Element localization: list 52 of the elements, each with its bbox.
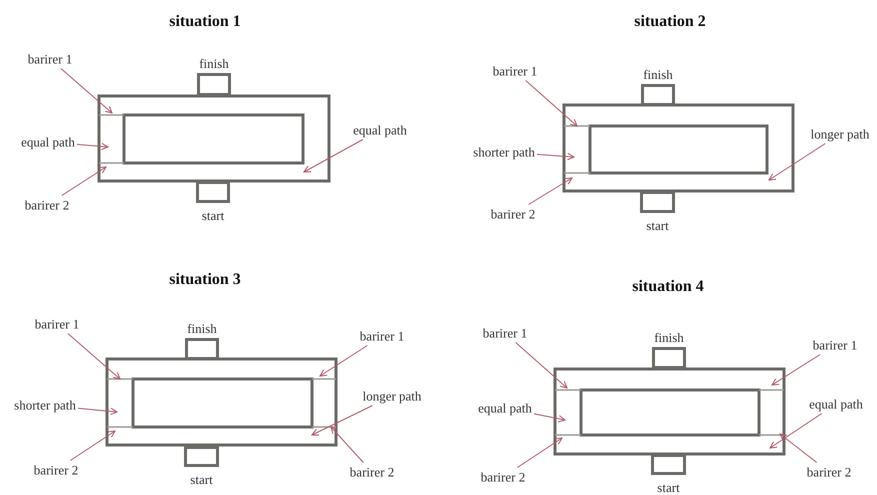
panel-title: situation 1 <box>169 13 241 31</box>
callout-label: equal path <box>809 396 863 412</box>
gate-label: finish <box>654 330 684 345</box>
callout-label: barirer 2 <box>490 206 536 222</box>
callout-label: barirer 2 <box>806 464 852 480</box>
callout-label: barirer 2 <box>350 464 394 480</box>
leader-arrow <box>769 413 822 449</box>
callout-label: barirer 2 <box>34 462 78 478</box>
leader-arrow <box>76 142 109 150</box>
leader-arrow <box>515 342 568 389</box>
leader-arrow <box>533 413 566 422</box>
leader-arrow <box>67 333 121 380</box>
callout-label: equal path <box>21 134 75 150</box>
gate-label: finish <box>199 56 229 71</box>
callout-label: barirer 1 <box>812 338 858 352</box>
panel-title: situation 4 <box>632 278 704 296</box>
gate-label: start <box>657 480 680 495</box>
callout-label: equal path <box>478 400 532 416</box>
leader-arrow <box>536 152 575 160</box>
callout-label: barirer 2 <box>480 470 526 484</box>
leader-arrow <box>61 166 107 196</box>
leader-arrow <box>60 68 113 114</box>
gate-label: finish <box>643 67 673 82</box>
callout-label: shorter path <box>14 398 76 412</box>
callout-label: barirer 1 <box>360 328 404 344</box>
callout-label: barirer 1 <box>492 64 538 78</box>
leader-arrow <box>303 139 364 173</box>
callout-label: longer path <box>362 388 422 404</box>
leader-arrow <box>768 143 826 181</box>
callout-label: barirer 2 <box>24 198 70 212</box>
callout-label: barirer 1 <box>34 316 80 332</box>
gate-label: start <box>190 472 213 487</box>
leader-arrow <box>77 408 118 416</box>
leader-arrow <box>516 437 563 468</box>
callout-label: equal path <box>353 122 407 138</box>
gate-label: finish <box>187 321 217 336</box>
leader-arrow <box>779 433 818 463</box>
leader-arrow <box>525 80 578 127</box>
leader-arrow <box>771 354 821 386</box>
panel-title: situation 2 <box>634 13 706 31</box>
panel-title: situation 3 <box>169 271 241 289</box>
callout-label: longer path <box>810 126 870 142</box>
callout-label: barirer 1 <box>482 326 528 340</box>
callout-label: shorter path <box>473 144 535 160</box>
gate-label: start <box>202 208 224 223</box>
leader-arrow <box>528 177 573 205</box>
leader-arrow <box>330 426 364 463</box>
leader-arrow <box>70 430 116 461</box>
callout-label: barirer 1 <box>28 52 72 66</box>
leader-arrow <box>319 345 368 377</box>
leader-arrow <box>311 405 374 436</box>
gate-label: start <box>646 218 669 233</box>
